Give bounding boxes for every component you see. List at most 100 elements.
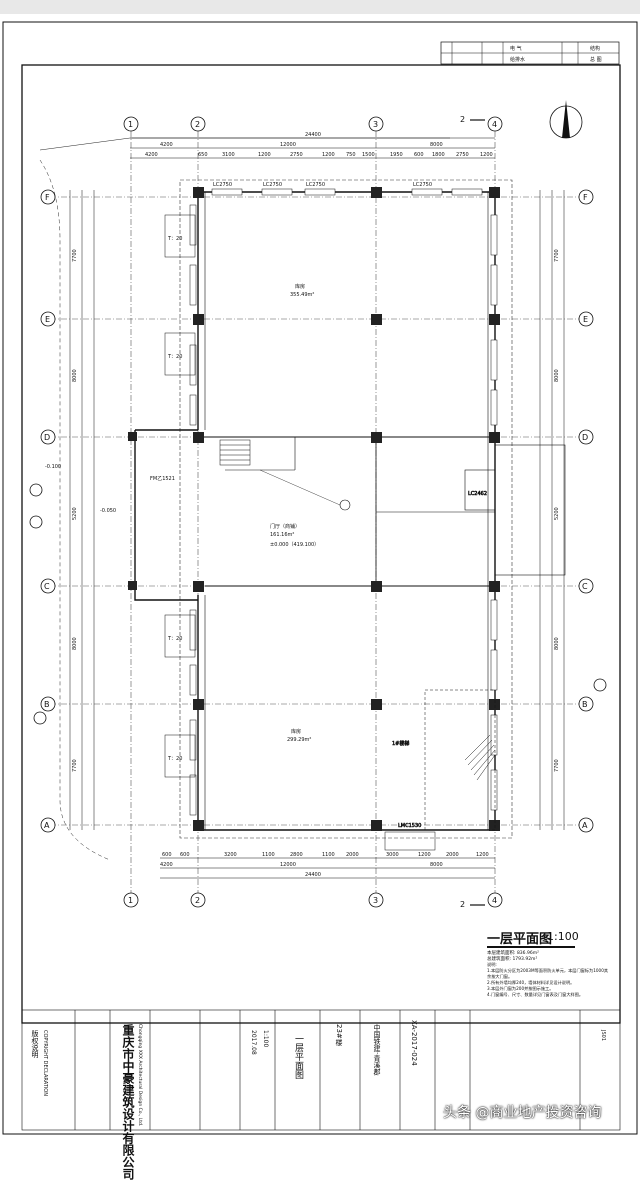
t20-label-2: T：20 <box>167 354 182 360</box>
copyright-title: 版权说明 <box>31 1030 39 1058</box>
company-logo-text: 重庆市中豪建筑设计有限公司 <box>121 1024 135 1180</box>
door-fm-label: FM乙1521 <box>150 475 175 482</box>
dim-top-d11: 1800 <box>432 152 445 158</box>
door-lmc1530: LMC1530 <box>398 823 421 829</box>
dim-left-4: 8000 <box>72 637 78 650</box>
dim-left-5: 7700 <box>72 759 78 772</box>
dim-bot-d6: 1100 <box>322 852 335 858</box>
header-strip: 电 气 给排水 结构 总 图 <box>440 41 620 65</box>
dim-bot-bay-3: 8000 <box>430 862 443 868</box>
dim-bot-d5: 2800 <box>290 852 303 858</box>
dim-right-1: 7700 <box>554 249 560 262</box>
structural-columns <box>128 187 500 831</box>
axis-row-D-right: D <box>582 433 588 442</box>
design-notes: 说明: 1.本层防火分区为2003M等面积防火单元，本层门窗标为1000其余按大… <box>487 962 612 998</box>
title-block <box>21 1009 621 1131</box>
axis-col-2-bottom: 2 <box>195 896 200 905</box>
dim-top-bay-1: 4200 <box>160 142 173 148</box>
stair-upper <box>219 439 251 466</box>
detail-callout-icon <box>339 499 351 511</box>
axis-col-4-top: 4 <box>492 120 497 129</box>
axis-row-F-left: F <box>45 193 50 202</box>
dim-top-total: 24400 <box>305 132 321 138</box>
window-label-2: LC2750 <box>263 182 282 188</box>
header-cell-3: 给排水 <box>510 56 525 63</box>
dim-right-5: 7700 <box>554 759 560 772</box>
row-axis-right: F E D C B A <box>578 189 607 833</box>
note-2: 2.所有外墙均厚240，墙体材料详见设计说明。 <box>487 980 575 985</box>
drawing-name-value: 一层平面图 <box>293 1034 303 1079</box>
axis-col-2-top: 2 <box>195 120 200 129</box>
watermark: 头条 @商业地产投资咨询 <box>443 1105 602 1121</box>
bottom-entrance: LMC1530 <box>384 823 436 851</box>
axis-row-B-left: B <box>44 700 50 709</box>
dim-left-1: 7700 <box>72 249 78 262</box>
axis-col-3-top: 3 <box>373 120 378 129</box>
room-2-name: 门厅（商铺） <box>270 523 300 530</box>
dim-top-d1: 4200 <box>145 152 158 158</box>
room-1-area: 355.49m² <box>290 292 314 298</box>
dim-bot-d11: 1200 <box>476 852 489 858</box>
svg-text:2: 2 <box>460 900 465 909</box>
header-cell-6: 总 图 <box>590 56 602 63</box>
total-area-note: 总建筑面积: 1793.92m² <box>487 957 538 962</box>
axis-row-B-right: B <box>582 700 588 709</box>
dim-top-d12: 2750 <box>456 152 469 158</box>
axis-col-3-bottom: 3 <box>373 896 378 905</box>
lc-labels: LC2750 LC2750 LC2750 LC2750 <box>213 182 432 188</box>
dim-top-d7: 750 <box>346 152 356 158</box>
dim-top-d2: 650 <box>198 152 208 158</box>
row-axis-left: F E D C B A <box>29 189 56 833</box>
interior-walls <box>198 436 495 587</box>
column-axis-bottom: 1 2 3 4 <box>123 892 503 908</box>
dim-bot-d3: 3200 <box>224 852 237 858</box>
project-value: 中国铁建·青溪郡 <box>373 1024 381 1076</box>
drawing-scale: 1:100 <box>547 930 579 943</box>
dim-bot-d2: 600 <box>180 852 190 858</box>
header-cell-2: 电 气 <box>510 45 522 52</box>
stair-lower: 1#楼梯 <box>392 689 496 831</box>
axis-row-A-right: A <box>582 821 588 830</box>
right-entry: LC2462 <box>464 444 566 576</box>
company-name-en: Chongqing XXX Architectural Design Co., … <box>137 1024 142 1127</box>
dim-top-d8: 1500 <box>362 152 375 158</box>
column-axis-top: 1 2 3 4 <box>123 116 503 132</box>
window-lc2462: LC2462 <box>468 491 487 497</box>
dim-bot-bay-1: 4200 <box>160 862 173 868</box>
t20-labels: T：20 T：20 T：20 T：20 <box>167 236 182 762</box>
exterior-walls <box>134 191 496 831</box>
dim-top-d4: 1200 <box>258 152 271 158</box>
level-minus-010: -0.100 <box>45 464 61 470</box>
section-markers: 2 2 <box>460 115 485 909</box>
left-facade-elements <box>164 204 197 816</box>
building-outline-dashed <box>179 179 513 839</box>
dim-bot-d9: 1200 <box>418 852 431 858</box>
axis-col-1-bottom: 1 <box>128 896 133 905</box>
dim-top-bay-3: 8000 <box>430 142 443 148</box>
left-dimensions: 7700 8000 5200 8000 7700 <box>69 190 95 830</box>
axis-row-C-left: C <box>44 582 50 591</box>
t20-label-3: T：20 <box>167 636 182 642</box>
room-2-area: 161.16m² <box>270 532 294 538</box>
dim-bot-bay-2: 12000 <box>280 862 296 868</box>
sheet-value: JS01 <box>600 1030 606 1042</box>
stair-label: 1#楼梯 <box>392 740 409 747</box>
window-label-3: LC2750 <box>306 182 325 188</box>
right-dimensions: 7700 8000 5200 8000 7700 <box>539 190 565 830</box>
building-value: 23#楼 <box>335 1024 343 1046</box>
column-grid <box>130 120 496 895</box>
room-2-level: ±0.000（419.100） <box>270 542 319 548</box>
dim-top-d6: 1200 <box>322 152 335 158</box>
window-label-1: LC2750 <box>213 182 232 188</box>
axis-row-D-left: D <box>44 433 50 442</box>
dim-bot-d10: 2000 <box>446 852 459 858</box>
dim-left-3: 5200 <box>72 507 78 520</box>
room-3-area: 299.29m² <box>287 737 311 743</box>
north-arrow-icon <box>549 100 583 139</box>
axis-col-4-bottom: 4 <box>492 896 497 905</box>
axis-row-C-right: C <box>582 582 588 591</box>
drawing-no-value: XA-2017-024 <box>410 1020 418 1066</box>
dim-bot-d8: 3000 <box>386 852 399 858</box>
date-value: 2017.08 <box>250 1030 257 1055</box>
dim-left-2: 8000 <box>72 369 78 382</box>
